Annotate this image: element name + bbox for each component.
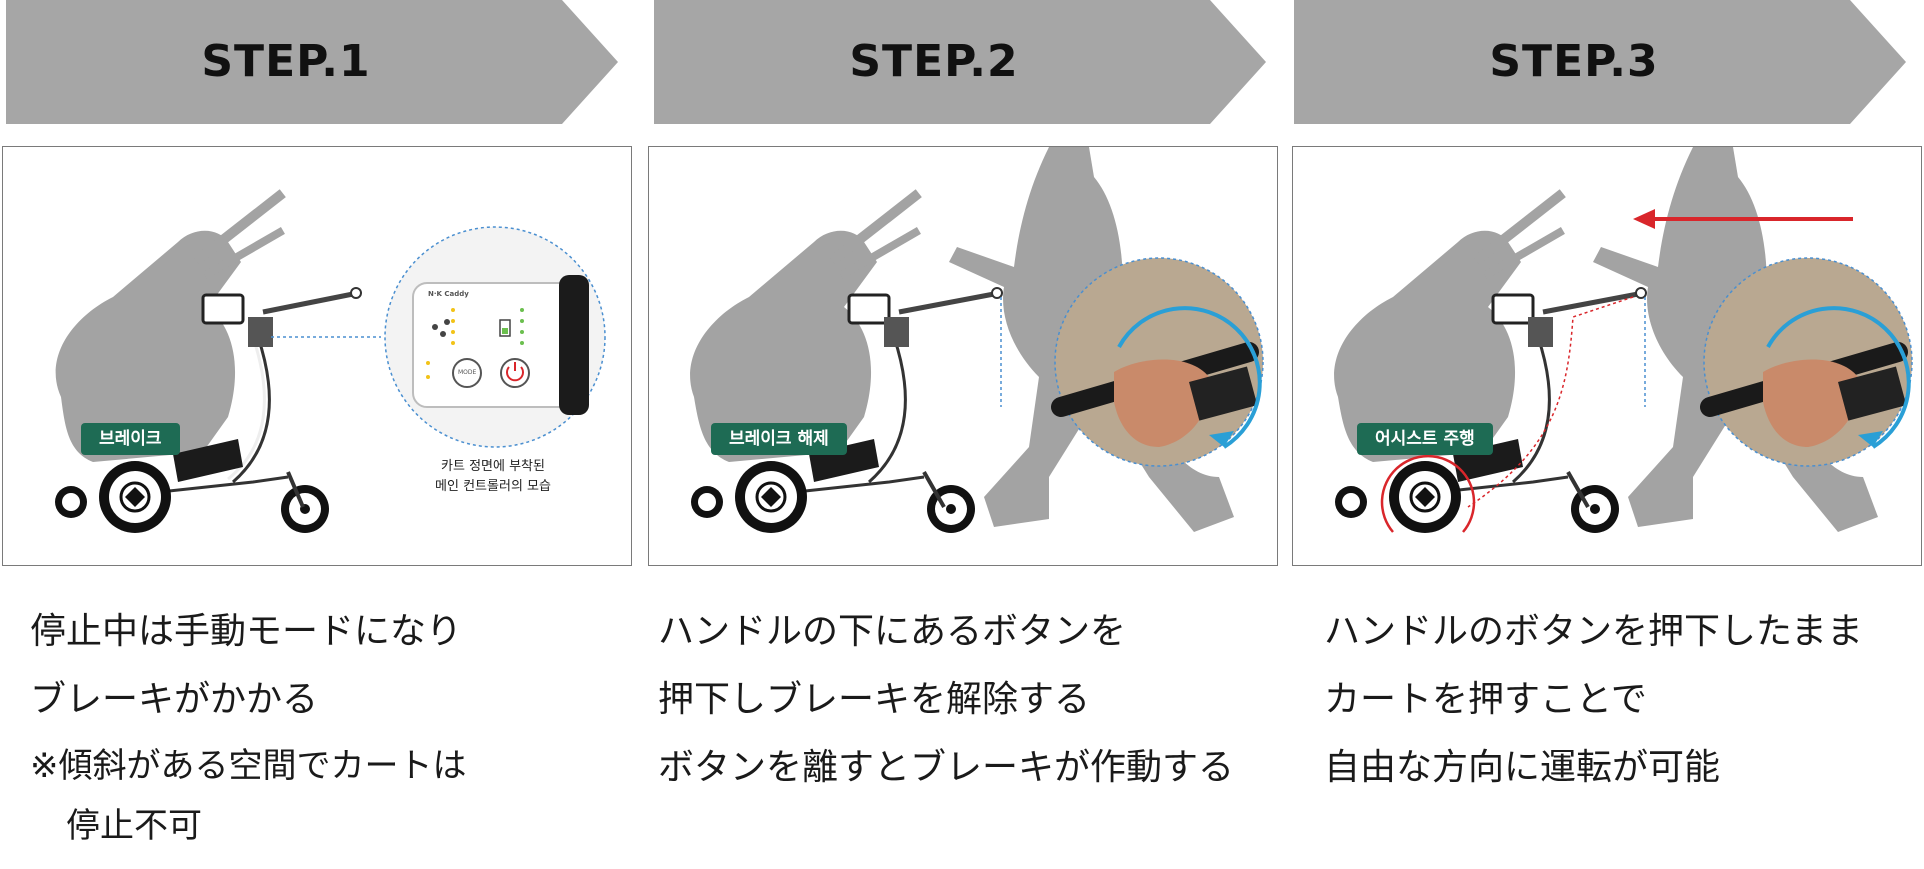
status-badge-assist-drive: 어시스트 주행 xyxy=(1357,423,1493,455)
controller-caption: 카트 정면에 부착된 메인 컨트롤러의 모습 xyxy=(435,459,551,494)
step-1-title: STEP.1 xyxy=(201,36,371,87)
step-2-illustration: 브레이크 해제 xyxy=(648,146,1278,566)
desc-line: 押下しブレーキを解除する xyxy=(658,679,1091,720)
step-2: STEP.2 xyxy=(648,0,1294,869)
step-2-banner: STEP.2 xyxy=(654,0,1274,124)
controller-brand: N·K Caddy xyxy=(428,290,469,298)
desc-note: ※傾斜がある空間でカートは xyxy=(30,746,467,786)
status-badge-brake: 브레이크 xyxy=(81,423,180,455)
step-3-illustration: 어시스트 주행 xyxy=(1292,146,1922,566)
desc-line: ボタンを離すとブレーキが作動する xyxy=(658,747,1235,788)
step-3: STEP.3 xyxy=(1292,0,1924,869)
desc-note: 停止不可 xyxy=(66,806,202,846)
step-2-title: STEP.2 xyxy=(849,36,1019,87)
step-1: STEP.1 xyxy=(2,0,646,869)
step-3-banner: STEP.3 xyxy=(1294,0,1914,124)
step-1-banner: STEP.1 xyxy=(6,0,626,124)
desc-line: カートを押すことで xyxy=(1324,679,1647,720)
status-badge-brake-release: 브레이크 해제 xyxy=(711,423,847,455)
desc-line: ハンドルのボタンを押下したまま xyxy=(1324,611,1863,652)
step-3-title: STEP.3 xyxy=(1489,36,1659,87)
desc-line: 停止中は手動モードになり xyxy=(30,611,463,652)
step-1-description: 停止中は手動モードになり ブレーキがかかる ※傾斜がある空間でカートは 停止不可 xyxy=(30,598,630,854)
step-1-illustration: N·K Caddy MODE 브레이크 카트 정면에 부착된 메인 컨트롤러의 … xyxy=(2,146,632,566)
desc-line: ブレーキがかかる xyxy=(30,679,319,720)
desc-line: ハンドルの下にあるボタンを xyxy=(658,611,1127,652)
controller-mode-button: MODE xyxy=(458,369,477,376)
step-2-description: ハンドルの下にあるボタンを 押下しブレーキを解除する ボタンを離すとブレーキが作… xyxy=(658,598,1258,802)
desc-line: 自由な方向に運転が可能 xyxy=(1324,747,1721,788)
step-3-description: ハンドルのボタンを押下したまま カートを押すことで 自由な方向に運転が可能 xyxy=(1324,598,1924,802)
